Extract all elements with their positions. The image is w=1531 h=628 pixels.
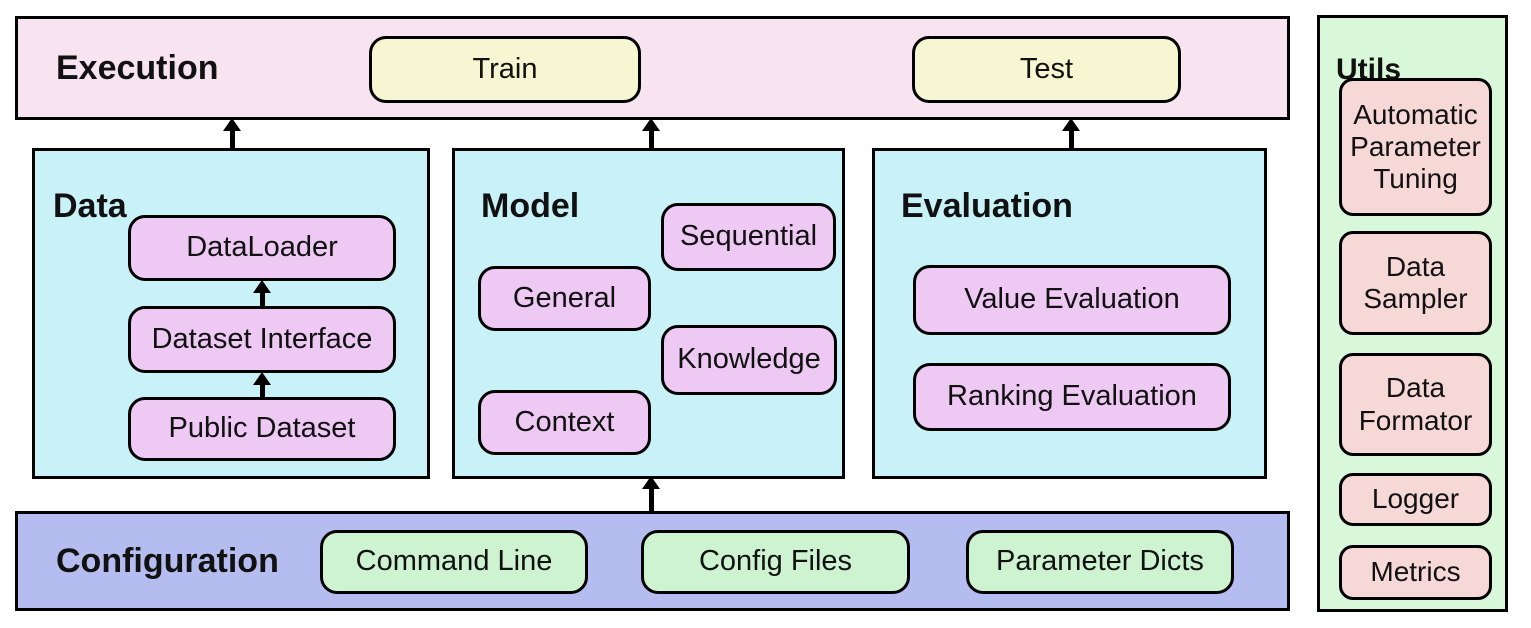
logger-node: Logger (1339, 473, 1492, 526)
context-node: Context (478, 390, 651, 455)
arrow-public-dataset-to-dataset-interface (252, 372, 272, 398)
arrow-model-to-execution (641, 118, 661, 150)
arrow-head-icon (642, 476, 660, 489)
evaluation-panel: Evaluation Value Evaluation Ranking Eval… (872, 148, 1267, 479)
configuration-title: Configuration (56, 542, 279, 580)
arrow-head-icon (1062, 118, 1080, 131)
arrow-shaft (648, 489, 654, 513)
parameter-dicts-node: Parameter Dicts (966, 530, 1234, 594)
execution-panel: Execution Train Test (15, 16, 1290, 120)
utils-panel: Utils Automatic Parameter Tuning Data Sa… (1317, 15, 1508, 612)
arrow-data-to-execution (222, 118, 242, 150)
train-node: Train (369, 36, 641, 103)
test-node: Test (912, 36, 1181, 103)
general-node: General (478, 266, 651, 331)
public-dataset-node: Public Dataset (128, 397, 396, 461)
config-files-node: Config Files (641, 530, 910, 594)
data-sampler-node: Data Sampler (1339, 231, 1492, 335)
arrow-head-icon (223, 118, 241, 131)
arrow-shaft (1068, 131, 1074, 150)
data-title: Data (53, 187, 127, 226)
arrow-head-icon (642, 118, 660, 131)
automatic-parameter-tuning-node: Automatic Parameter Tuning (1339, 78, 1492, 216)
command-line-node: Command Line (320, 530, 588, 594)
ranking-evaluation-node: Ranking Evaluation (913, 363, 1231, 431)
arrow-evaluation-to-execution (1061, 118, 1081, 150)
arrow-configuration-to-model (641, 476, 661, 513)
knowledge-node: Knowledge (661, 325, 837, 395)
dataloader-node: DataLoader (128, 215, 396, 281)
data-formator-node: Data Formator (1339, 353, 1492, 456)
model-panel: Model Sequential General Knowledge Conte… (452, 148, 845, 479)
value-evaluation-node: Value Evaluation (913, 265, 1231, 335)
sequential-node: Sequential (661, 203, 836, 271)
metrics-node: Metrics (1339, 545, 1492, 600)
data-panel: Data DataLoader Dataset Interface Public… (32, 148, 430, 479)
evaluation-title: Evaluation (901, 187, 1073, 226)
arrow-shaft (648, 131, 654, 150)
dataset-interface-node: Dataset Interface (128, 306, 396, 373)
execution-title: Execution (56, 49, 219, 87)
configuration-panel: Configuration Command Line Config Files … (15, 511, 1290, 611)
model-title: Model (481, 187, 580, 226)
arrow-dataset-interface-to-dataloader (252, 280, 272, 307)
arrow-head-icon (253, 372, 271, 385)
arrow-head-icon (253, 280, 271, 293)
arrow-shaft (229, 131, 235, 150)
arrow-shaft (259, 293, 265, 307)
arrow-shaft (259, 385, 265, 398)
